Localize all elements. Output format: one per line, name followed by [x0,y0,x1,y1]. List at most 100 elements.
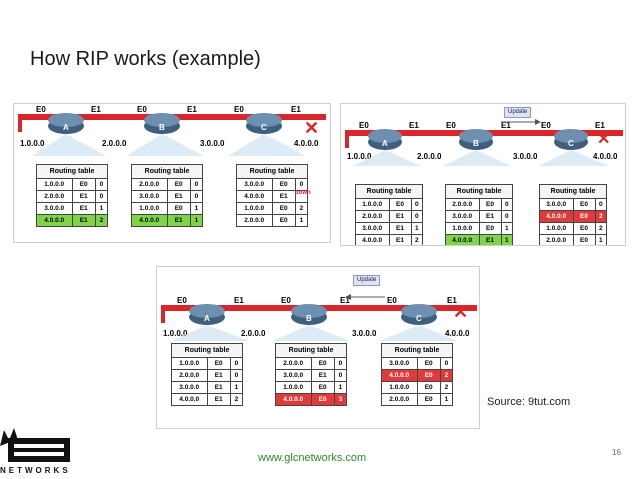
metric-cell: 1 [500,234,514,245]
network-cell: 4.0.0.0 [355,234,390,245]
router-label: A [204,314,210,323]
down-status-label: down [295,190,311,196]
page-number: 16 [612,448,621,457]
network-label: 2.0.0.0 [417,152,442,161]
table-beam [171,325,249,341]
metric-cell: 0 [410,198,424,211]
iface-label: E1 [447,296,457,305]
network-label: 3.0.0.0 [200,139,225,148]
metric-cell: 0 [410,210,424,223]
routing-table-header: Routing table [131,164,203,179]
network-label: 1.0.0.0 [347,152,372,161]
network-cell: 3.0.0.0 [275,369,312,382]
metric-cell: 0 [333,369,348,382]
interface-cell: E0 [416,381,441,394]
network-cell: 1.0.0.0 [275,381,312,394]
network-cell: 2.0.0.0 [36,190,73,203]
metric-cell: 2 [594,222,608,235]
rip-figure-update-2: E0 E1 E0 E1 E0 E1 A B C 1.0.0.0 2.0.0.0 … [156,266,480,429]
iface-label: E0 [177,296,187,305]
metric-cell: 2 [439,369,454,382]
iface-label: E0 [234,105,244,114]
router-icon: C [401,304,437,325]
interface-cell: E0 [478,222,502,235]
interface-cell: E1 [271,190,296,203]
network-label: 3.0.0.0 [513,152,538,161]
interface-cell: E1 [388,234,412,245]
metric-cell: 2 [439,381,454,394]
table-beam [379,325,457,341]
metric-cell: 0 [229,357,244,370]
routing-table-header: Routing table [275,343,347,358]
iface-label: E1 [340,296,350,305]
website-link[interactable]: www.glcnetworks.com [258,452,367,464]
interface-cell: E1 [388,222,412,235]
router-label: B [159,123,165,132]
routing-table-header: Routing table [171,343,243,358]
iface-label: E1 [91,105,101,114]
interface-cell: E0 [310,381,335,394]
network-label: 4.0.0.0 [294,139,319,148]
routing-table-header: Routing table [355,184,423,199]
metric-cell: 0 [333,357,348,370]
network-diagram: E0 E1 E0 E1 E0 E1 A B C 1.0.0.0 2.0.0.0 … [161,294,477,341]
interface-cell: E1 [71,190,96,203]
logo-mark-icon [0,428,70,462]
interface-cell: E1 [71,214,96,227]
network-endcap [18,114,22,132]
network-cell: 3.0.0.0 [539,198,574,211]
iface-label: E0 [359,121,369,130]
rip-figure-update-1: E0 E1 E0 E1 E0 E1 A B C 1.0.0.0 2.0.0.0 … [340,103,626,246]
metric-cell: 2 [94,214,109,227]
metric-cell: 1 [333,381,348,394]
router-icon: B [144,113,180,134]
network-cell: 3.0.0.0 [445,210,480,223]
network-cell: 1.0.0.0 [171,357,208,370]
network-cell: 1.0.0.0 [539,222,574,235]
network-cell: 3.0.0.0 [131,190,168,203]
metric-cell: 0 [189,190,204,203]
interface-cell: E0 [572,222,596,235]
router-icon: C [246,113,282,134]
network-cell: 2.0.0.0 [355,210,390,223]
metric-cell: 1 [294,214,309,227]
metric-cell: 1 [410,222,424,235]
link-failure-x-icon: ✕ [453,302,468,322]
iface-label: E1 [595,121,605,130]
routing-table-header: Routing table [445,184,513,199]
iface-label: E1 [409,121,419,130]
network-endcap [161,305,165,323]
iface-label: E0 [281,296,291,305]
metric-cell: 0 [500,198,514,211]
metric-cell: 2 [294,202,309,215]
metric-cell: 0 [189,178,204,191]
network-cell: 1.0.0.0 [355,198,390,211]
network-cell: 3.0.0.0 [236,178,273,191]
network-cell: 2.0.0.0 [445,198,480,211]
interface-cell: E0 [71,178,96,191]
iface-label: E1 [187,105,197,114]
